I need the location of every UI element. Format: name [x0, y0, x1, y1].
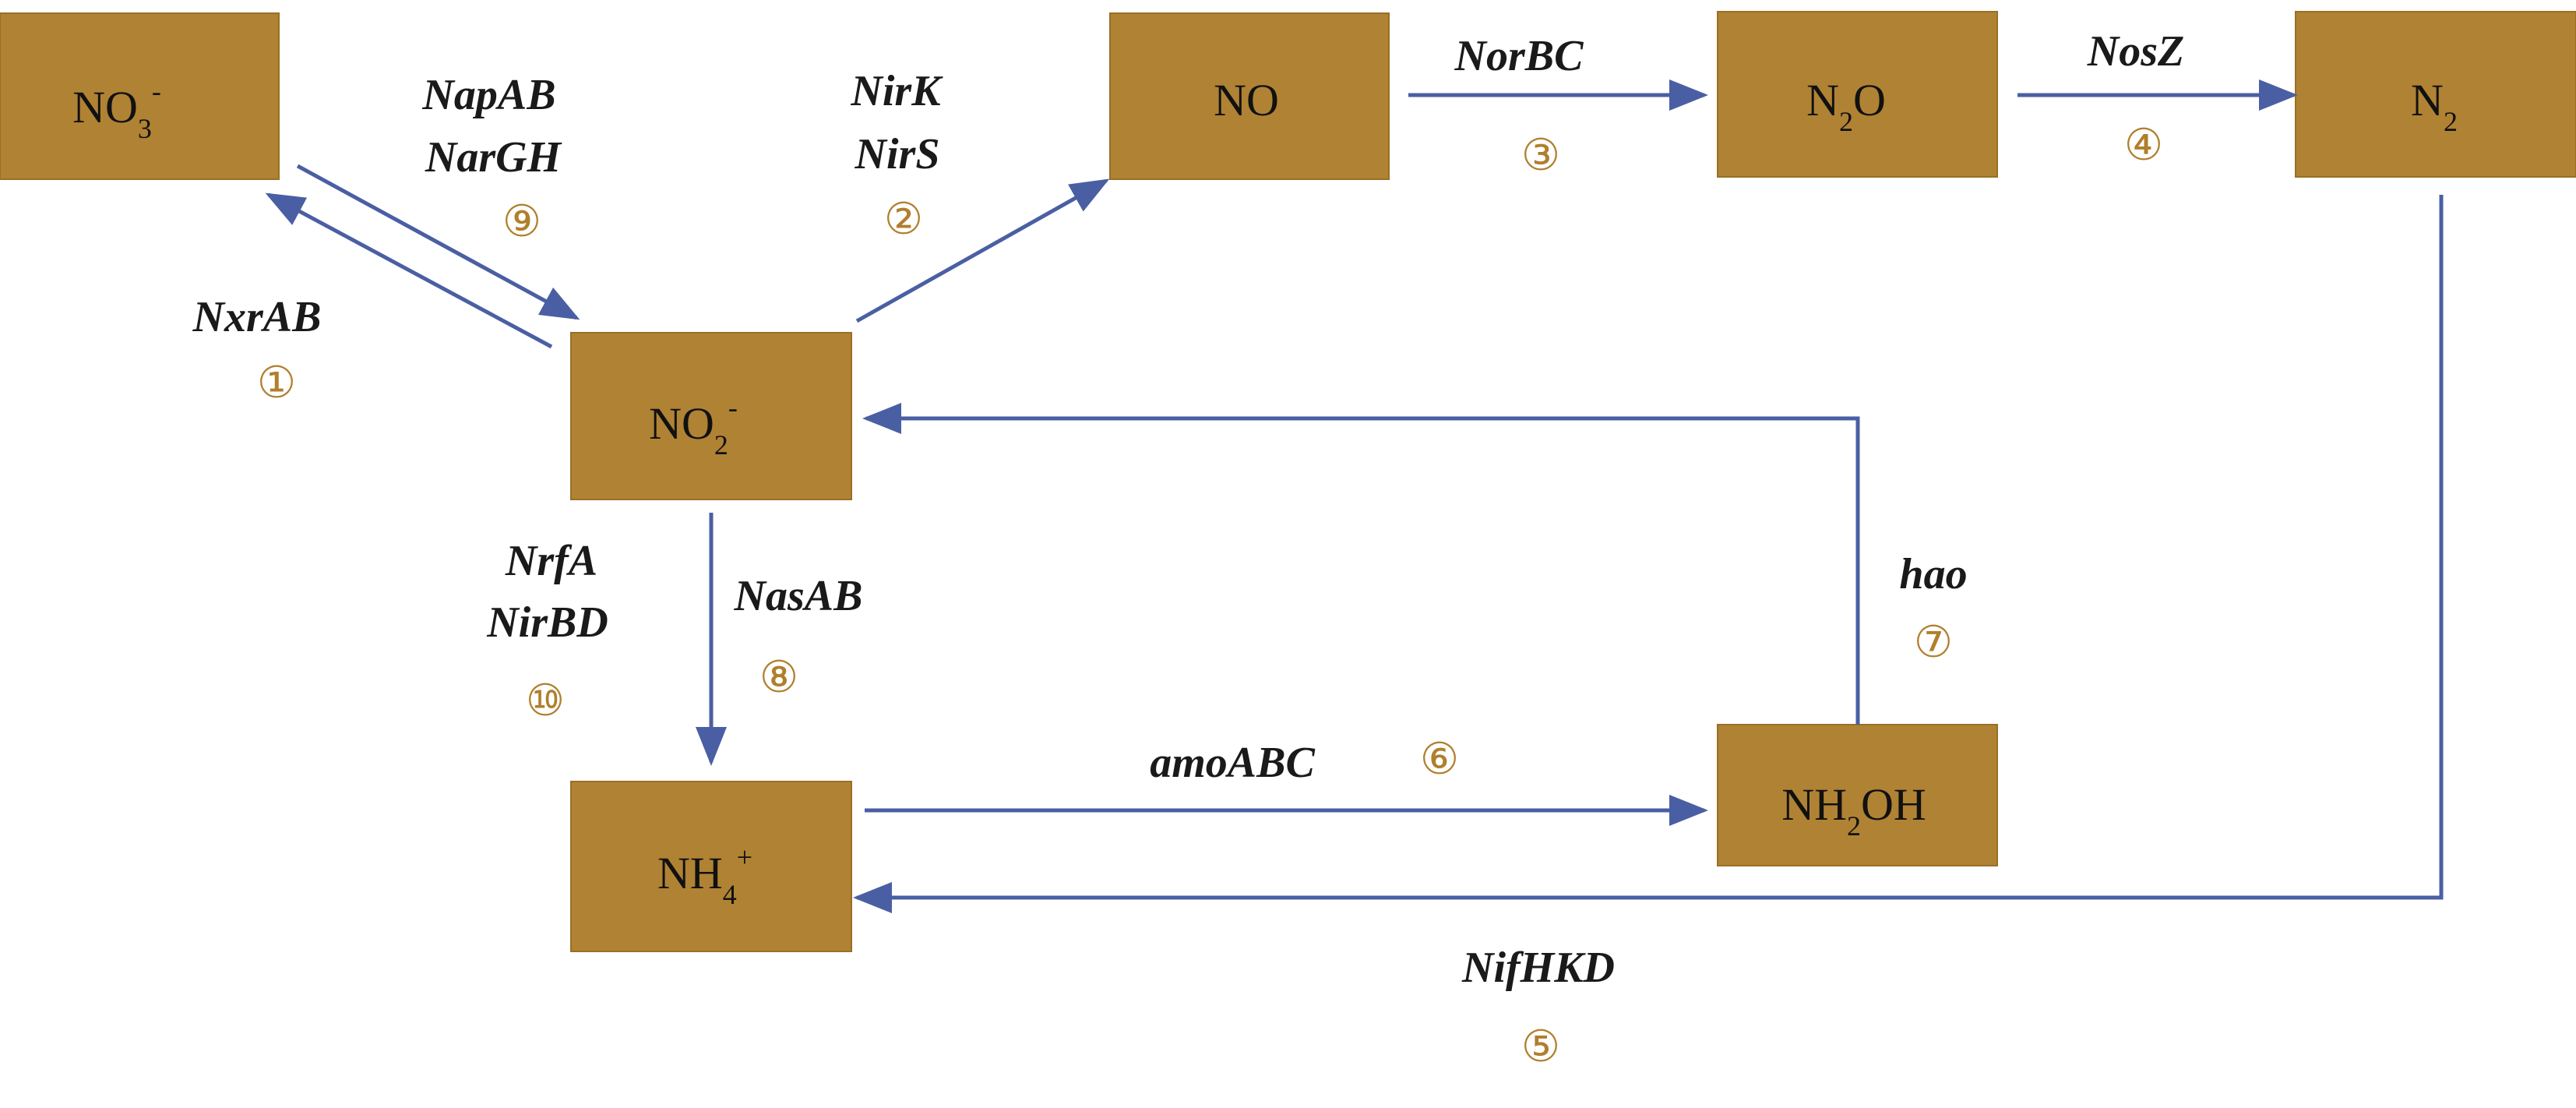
node-nh4-sub: 4	[723, 879, 737, 910]
arrow-no2-to-no	[855, 178, 1110, 323]
arrow-no2-to-no3	[265, 192, 553, 349]
node-nh4-sup: +	[737, 842, 752, 873]
node-no-base: NO	[1214, 75, 1279, 125]
reaction-9: NapAB NarGH ⑨	[421, 71, 562, 247]
node-nh2oh-label: NH2OH	[1781, 779, 1926, 842]
step-number-9: ⑨	[502, 196, 541, 247]
node-n2o: N2O	[1717, 11, 1998, 178]
enzyme-label: NarGH	[425, 133, 562, 182]
node-no2: NO2-	[570, 332, 852, 500]
reaction-1: NxrAB ①	[192, 293, 322, 408]
step-number-5: ⑤	[1521, 1022, 1560, 1072]
node-no2-sub: 2	[714, 429, 728, 460]
node-no2-base: NO	[649, 398, 714, 449]
node-n2-base: N	[2411, 75, 2444, 125]
enzyme-label: NosZ	[2087, 27, 2184, 76]
node-no3: NO3-	[0, 12, 280, 180]
node-n2o-sub: 2	[1839, 106, 1853, 137]
enzyme-label: NirK	[850, 67, 943, 115]
arrow-nh2oh-to-no2	[862, 403, 1860, 725]
node-n2-sub: 2	[2444, 106, 2458, 137]
node-nh4-base: NH	[657, 848, 723, 898]
reaction-3: NorBC ③	[1454, 32, 1584, 181]
step-number-7: ⑦	[1914, 617, 1953, 668]
step-number-1: ①	[257, 358, 296, 408]
reaction-5: NifHKD ⑤	[1461, 944, 1615, 1072]
enzyme-label: NrfA	[505, 537, 597, 585]
reaction-2: NirK NirS ②	[850, 67, 943, 245]
step-number-6: ⑥	[1420, 734, 1459, 785]
reaction-6: amoABC ⑥	[1150, 734, 1459, 787]
node-nh4: NH4+	[570, 781, 852, 952]
arrow-no3-to-no2	[296, 164, 580, 320]
enzyme-label: NorBC	[1454, 32, 1584, 80]
step-number-2: ②	[884, 194, 923, 245]
node-no: NO	[1109, 12, 1390, 180]
enzyme-label: hao	[1899, 550, 1967, 598]
node-n2o-after: O	[1853, 75, 1886, 125]
step-number-4: ④	[2124, 120, 2163, 171]
enzyme-label: NasAB	[734, 572, 863, 620]
node-nh4-label: NH4+	[657, 842, 752, 910]
node-nh4-box	[570, 781, 852, 952]
node-no3-box	[0, 12, 280, 180]
node-n2o-label: N2O	[1806, 75, 1886, 137]
node-n2o-box	[1717, 11, 1998, 178]
node-nh2oh-after: OH	[1861, 779, 1926, 830]
arrow-n2-to-nh4	[853, 195, 2444, 913]
node-nh2oh: NH2OH	[1717, 724, 1998, 866]
enzyme-label: NirS	[855, 130, 940, 178]
node-n2o-base: N	[1806, 75, 1839, 125]
node-n2: N2	[2295, 11, 2576, 178]
enzyme-label: NxrAB	[192, 293, 322, 341]
enzyme-label: NirBD	[486, 598, 608, 647]
reaction-4: NosZ ④	[2087, 27, 2184, 171]
node-no-box	[1109, 12, 1390, 180]
node-no3-sup: -	[152, 76, 161, 107]
enzyme-label: NifHKD	[1461, 944, 1615, 992]
node-no3-label: NO3-	[72, 76, 161, 144]
node-no3-sub: 3	[138, 113, 152, 144]
step-number-3: ③	[1521, 130, 1560, 181]
step-number-8: ⑧	[759, 652, 798, 703]
node-nh2oh-box	[1717, 724, 1998, 866]
node-no2-label: NO2-	[649, 392, 738, 460]
node-no2-box	[570, 332, 852, 500]
step-number-10: ⑩	[526, 676, 565, 726]
reaction-10: NrfA NirBD ⑩	[486, 537, 608, 726]
node-no2-sup: -	[728, 392, 738, 423]
enzyme-label: NapAB	[421, 71, 555, 119]
node-no3-base: NO	[72, 82, 138, 132]
node-no-label: NO	[1214, 75, 1279, 125]
reaction-7: hao ⑦	[1899, 550, 1967, 668]
reaction-8: NasAB ⑧	[734, 572, 863, 703]
node-n2-label: N2	[2411, 75, 2458, 137]
node-nh2oh-base: NH	[1781, 779, 1847, 830]
node-nh2oh-sub: 2	[1847, 810, 1861, 842]
enzyme-label: amoABC	[1150, 739, 1315, 787]
